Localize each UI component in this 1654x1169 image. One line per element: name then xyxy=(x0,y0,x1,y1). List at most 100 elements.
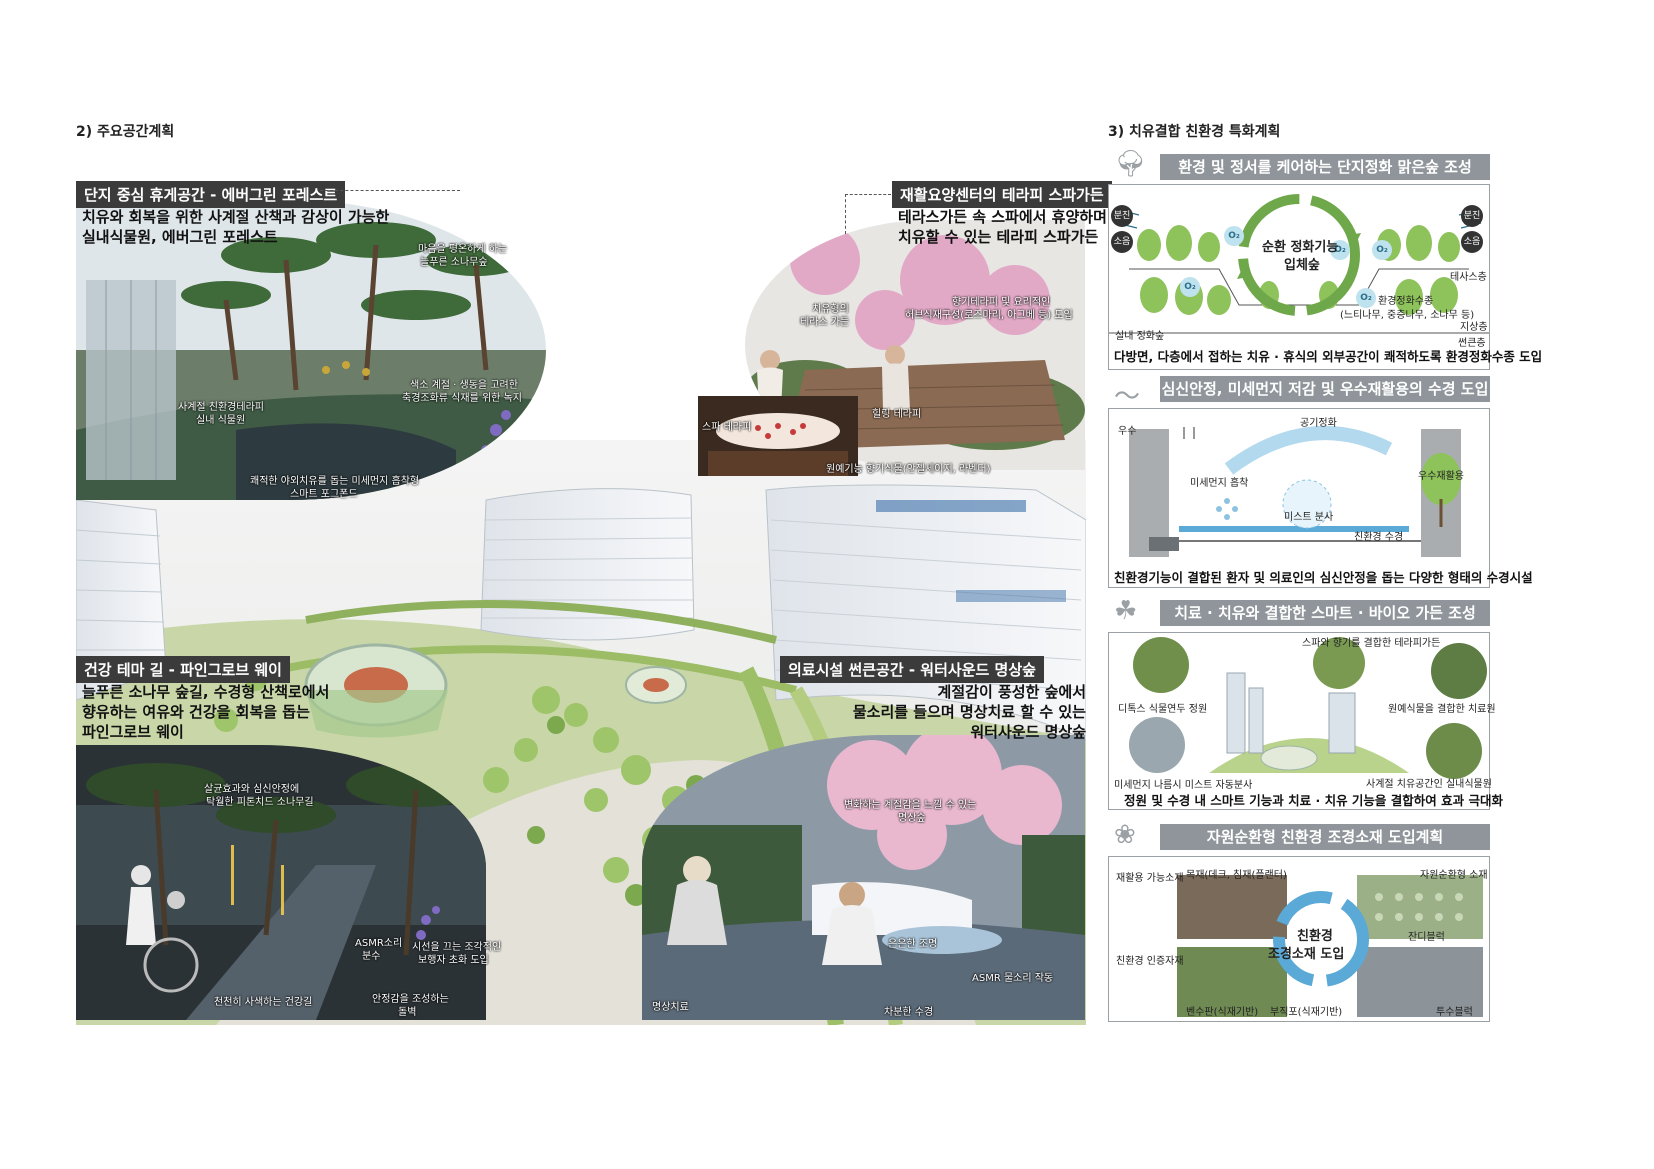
caption-herb-1: 향기테라피 및 요리적인 xyxy=(952,297,1051,308)
species-label-2: (느티나무, 중층나무, 소나무 등) xyxy=(1340,310,1475,321)
caption-phytoncide-2: 탁월한 피톤치드 소나무길 xyxy=(206,797,314,808)
therapy-leader-line xyxy=(845,194,891,195)
panel-1-box xyxy=(1108,184,1490,370)
meditation-forest-art xyxy=(642,735,1085,1020)
grass-block-label: 잔디블럭 xyxy=(1408,932,1445,943)
o2-bubble-4: O₂ xyxy=(1180,277,1200,297)
spa-fragrance-label: 스파와 향기를 결합한 테라피가든 xyxy=(1302,638,1441,649)
cert-material-label: 친환경 인증자재 xyxy=(1116,956,1184,967)
caption-indoor-garden-1: 사계절 친환경테라피 xyxy=(178,402,264,413)
panel-2-summary: 친환경기능이 결합된 환자 및 의료인의 심신안정을 돕는 다양한 형태의 수경… xyxy=(1114,570,1533,585)
nonwoven-label: 부직포(식재기반) xyxy=(1270,1007,1343,1018)
evergreen-desc-1: 치유와 회복을 위한 사계절 산책과 감상이 가능한 xyxy=(82,208,390,226)
rain-reuse-label: 우수재활용 xyxy=(1418,471,1464,482)
caption-stone-wall-2: 돌벽 xyxy=(398,1007,417,1018)
noise-badge-left: 소음 xyxy=(1111,231,1133,253)
noise-badge-right: 소음 xyxy=(1461,231,1483,253)
pine-grove-photo xyxy=(76,745,486,1020)
pine-grove-desc-2: 향유하는 여유와 건강을 회복을 돕는 xyxy=(82,703,310,721)
circulation-center-label-1: 순환 정화기능 xyxy=(1262,240,1339,255)
evergreen-forest-label: 단지 중심 휴게공간 - 에버그린 포레스트 xyxy=(76,181,346,208)
pine-grove-label: 건강 테마 길 - 파인그로브 웨이 xyxy=(76,656,290,683)
section-heading-main-spaces: 2) 주요공간계획 xyxy=(76,124,175,140)
o2-bubble-2: O₂ xyxy=(1330,240,1350,260)
spa-tub-photo xyxy=(698,396,858,476)
pine-grove-art xyxy=(76,745,486,1020)
caption-asmr-fountain-2: 분수 xyxy=(362,951,381,962)
panel-2-title: 심신안정, 미세먼지 저감 및 우수재활용의 수경 도입 xyxy=(1160,376,1490,402)
caption-terrace-1: 치유형의 xyxy=(812,304,849,315)
meditation-forest-photo xyxy=(642,735,1085,1020)
indoor-forest-label: 실내 정화숲 xyxy=(1115,331,1165,342)
evergreen-leader-line xyxy=(320,190,460,191)
caption-indoor-garden-2: 실내 식물원 xyxy=(196,415,246,426)
panel-2-box xyxy=(1108,408,1490,588)
section-heading-eco-plan: 3) 치유결합 친환경 특화계획 xyxy=(1108,124,1281,140)
eco-center-label-1: 친환경 xyxy=(1297,929,1333,944)
caption-soft-light: 은은한 조명 xyxy=(888,939,938,950)
caption-fog-pond-1: 쾌적한 야외치유를 돕는 미세먼지 흡착형 xyxy=(250,476,420,487)
dust-badge-left: 분진 xyxy=(1111,205,1133,227)
caption-asmr-fountain-1: ASMR소리 xyxy=(355,938,403,949)
rain-label: 우수 xyxy=(1118,426,1137,437)
eco-center-label-2: 조경소재 도입 xyxy=(1268,947,1345,962)
caption-health-path: 천천히 사색하는 건강길 xyxy=(214,997,313,1008)
caption-spa-therapy: 스파 테라피 xyxy=(702,422,752,433)
evergreen-forest-photo xyxy=(76,200,546,500)
detox-garden-label: 디톡스 식물연두 정원 xyxy=(1118,704,1208,715)
caption-pine-forest-1: 마음을 평온하게 하는 xyxy=(418,244,508,255)
caption-asmr-water: ASMR 물소리 작동 xyxy=(972,973,1054,984)
permeable-block-label: 투수블럭 xyxy=(1436,1007,1473,1018)
caption-fragrance-plants: 원예기능 향기식물(안젤세이지, 라벤더) xyxy=(826,464,991,475)
water-desc-2: 물소리를 들으며 명상치료 할 수 있는 xyxy=(852,703,1086,721)
eco-water-label: 친환경 수경 xyxy=(1354,532,1404,543)
caption-pine-forest-2: 늘푸른 소나무숲 xyxy=(420,257,488,268)
eco-materials-diagram xyxy=(1177,875,1483,1017)
circulation-center-label-2: 입체숲 xyxy=(1284,258,1320,273)
wood-label: 목재(데크, 침재(플랜터) xyxy=(1186,870,1287,881)
water-desc-1: 계절감이 풍성한 숲에서 xyxy=(937,683,1086,701)
caption-season-forest-1: 변화하는 계절감을 느낄 수 있는 xyxy=(844,800,977,811)
tree-icon: 🌳︎ xyxy=(1114,149,1148,179)
evergreen-desc-2: 실내식물원, 에버그린 포레스트 xyxy=(82,228,278,246)
o2-bubble-1: O₂ xyxy=(1224,226,1244,246)
pine-grove-desc-3: 파인그로브 웨이 xyxy=(82,723,184,741)
air-purify-label: 공기정화 xyxy=(1300,418,1337,429)
therapy-leader-vertical xyxy=(845,194,846,234)
sprout-icon: ❀ xyxy=(1114,820,1136,850)
planter-base-label: 벤수판(식재기반) xyxy=(1186,1007,1259,1018)
ground-layer-label: 지상층 xyxy=(1460,322,1488,333)
terrace-layer-label: 테사스층 xyxy=(1450,272,1487,283)
caption-stone-wall-1: 안정감을 조성하는 xyxy=(372,994,449,1005)
caption-sculptural-2: 보행자 초화 도입 xyxy=(418,955,489,966)
caption-sculptural-1: 시선을 끄는 조각적인 xyxy=(412,942,502,953)
species-label-1: 환경정화수종 xyxy=(1378,296,1434,307)
caption-calm-water: 차분한 수경 xyxy=(884,1007,934,1018)
panel-4-title: 자원순환형 친환경 조경소재 도입계획 xyxy=(1160,824,1490,850)
therapy-spa-label: 재활요양센터의 테라피 스파가든 xyxy=(892,181,1112,208)
panel-1-summary: 다방면, 다층에서 접하는 치유 · 휴식의 외부공간이 쾌적하도록 환경정화수… xyxy=(1114,349,1543,364)
resource-label: 자원순환형 소재 xyxy=(1420,870,1488,881)
horticulture-label: 원예식물을 결합한 치료원 xyxy=(1388,704,1496,715)
therapy-desc-1: 테라스가든 속 스파에서 휴양하며 xyxy=(898,208,1107,226)
water-swirl-icon: 〜 xyxy=(1114,382,1141,412)
o2-bubble-3: O₂ xyxy=(1372,240,1392,260)
dust-absorb-label: 미세먼지 흡착 xyxy=(1190,478,1249,489)
spa-tub-art xyxy=(698,396,858,476)
therapy-desc-2: 치유할 수 있는 테라피 스파가든 xyxy=(898,228,1099,246)
panel-1-title: 환경 및 정서를 케어하는 단지정화 맑은숲 조성 xyxy=(1160,154,1490,180)
evergreen-forest-art xyxy=(76,200,546,500)
caption-color-planting-2: 축경조화류 식재를 위한 녹지 xyxy=(402,393,522,404)
water-sound-label: 의료시설 썬큰공간 - 워터사운드 명상숲 xyxy=(780,656,1044,683)
mist-spray-label: 미스트 분사 xyxy=(1284,512,1334,523)
panel-3-title: 치료 · 치유와 결합한 스마트 · 바이오 가든 조성 xyxy=(1160,600,1490,626)
caption-healing-therapy: 힐링 테라피 xyxy=(872,409,922,420)
caption-fog-pond-2: 스마트 포그폰드 xyxy=(290,489,358,500)
leaves-icon: ☘ xyxy=(1114,596,1138,626)
caption-color-planting-1: 색소 계절 · 생동을 고려한 xyxy=(410,380,518,391)
caption-season-forest-2: 명상숲 xyxy=(898,813,926,824)
caption-herb-2: 허브식재구성(로즈마리, 아그베 등) 도입 xyxy=(905,310,1073,321)
panel-3-box xyxy=(1108,632,1490,810)
panel-3-summary: 정원 및 수경 내 스마트 기능과 치료 · 치유 기능을 결합하여 효과 극대… xyxy=(1124,793,1503,808)
dust-badge-right: 분진 xyxy=(1461,205,1483,227)
